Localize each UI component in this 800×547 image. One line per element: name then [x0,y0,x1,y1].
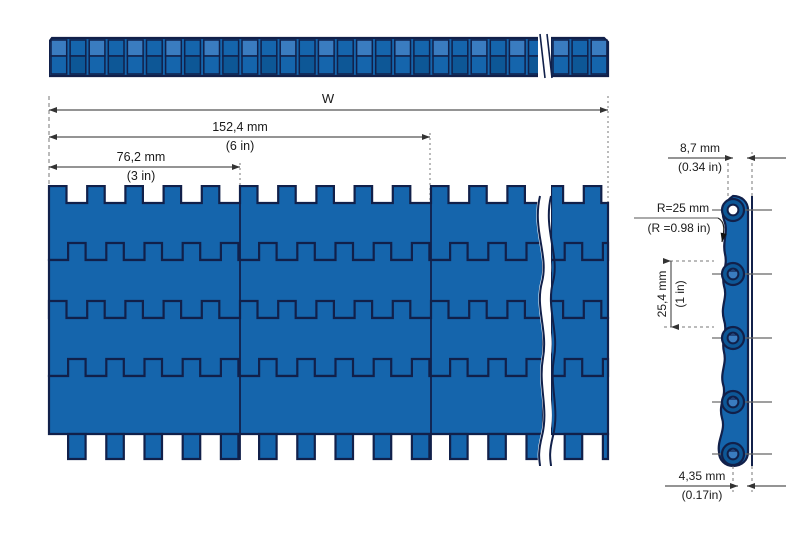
side-edge-view [49,33,610,79]
label-radius-inch: (R =0.98 in) [647,221,710,235]
belt-row [47,241,543,320]
strip-cell [317,39,335,75]
belt-break-line-b [547,195,557,467]
belt-break-mask [536,194,552,467]
belt-row [47,357,543,436]
belt-row [551,185,610,262]
belt-break-line-a [536,195,546,467]
strip-cell [107,39,125,75]
strip-cell [145,39,163,75]
label-offset-inch: (0.34 in) [678,160,722,174]
hinge-joint [712,441,772,467]
label-76-inch: (3 in) [127,169,155,183]
label-152-mm: 152,4 mm [212,120,268,134]
label-152-inch: (6 in) [226,139,254,153]
belt-bottom-tooth [410,432,431,461]
label-76-mm: 76,2 mm [117,150,166,164]
belt-bottom-tooth [601,432,610,461]
strip-cell [88,39,106,75]
belt-top-view [47,185,610,467]
hinge-joint [712,325,772,351]
link-dimension-group: 8,7 mm (0.34 in) R=25 mm (R =0.98 in) 25… [634,141,786,502]
belt-row [551,357,610,436]
strip-cell [69,39,87,75]
label-pitch-inch: (1 in) [673,280,687,307]
belt-left-portion [47,185,543,461]
radius-leader-arrow [717,217,727,243]
strip-cell [203,39,221,75]
strip-cell [374,39,393,75]
belt-right-portion [551,185,610,461]
chain-link-side-detail [712,194,772,468]
belt-bottom-tooth [296,432,316,461]
strip-cell [394,39,412,75]
strip-cell [126,39,144,75]
strip-cell [260,39,278,75]
strip-cell [590,39,608,75]
hinge-joint [712,197,772,223]
strip-cell [508,39,526,75]
belt-bottom-tooth [258,432,278,461]
strip-cell [527,39,538,75]
strip-cell [413,39,431,75]
label-belt-width: W [322,91,335,106]
label-thickness-inch: (0.17in) [682,488,723,502]
belt-row [551,299,610,378]
top-dimension-group: W 152,4 mm (6 in) 76,2 mm (3 in) [48,91,609,205]
belt-bottom-tooth [67,432,87,461]
belt-bottom-tooth [372,432,393,461]
strip-cell [298,39,316,75]
strip-cell [241,39,259,75]
hinge-joint [712,261,772,287]
strip-cell [470,39,488,75]
strip-cell [451,39,469,75]
belt-bottom-tooth [487,432,507,461]
strip-left-segment [49,36,538,78]
strip-cell [279,39,297,75]
hinge-group [712,197,772,467]
strip-right-segment [551,36,610,78]
hinge-joint [712,389,772,415]
label-pitch-mm: 25,4 mm [655,271,669,318]
strip-cell [336,39,354,75]
belt-bottom-tooth [105,432,125,461]
belt-bottom-tooth [143,432,164,461]
belt-bottom-tooth [563,432,584,461]
strip-break-line-b [546,33,553,79]
label-offset-mm: 8,7 mm [680,141,720,155]
belt-bottom-tooth [219,432,240,461]
strip-cell [50,39,68,75]
belt-row [47,299,543,378]
strip-cell [571,39,589,75]
strip-cells-right [552,39,608,75]
belt-row [551,241,610,320]
strip-cells-left [50,39,538,75]
label-thickness-mm: 4,35 mm [679,469,726,483]
belt-bottom-tooth [181,432,202,461]
belt-bottom-tooth [449,432,469,461]
strip-cell [432,39,450,75]
strip-cell [222,39,240,75]
strip-cell [355,39,374,75]
belt-bottom-tooth [334,432,355,461]
strip-break-gap [538,33,551,79]
label-radius-mm: R=25 mm [657,201,709,215]
belt-row [47,185,543,262]
strip-cell [552,39,570,75]
strip-break-line-a [539,33,546,79]
strip-cell [489,39,507,75]
strip-cell [183,39,202,75]
strip-cell [164,39,183,75]
